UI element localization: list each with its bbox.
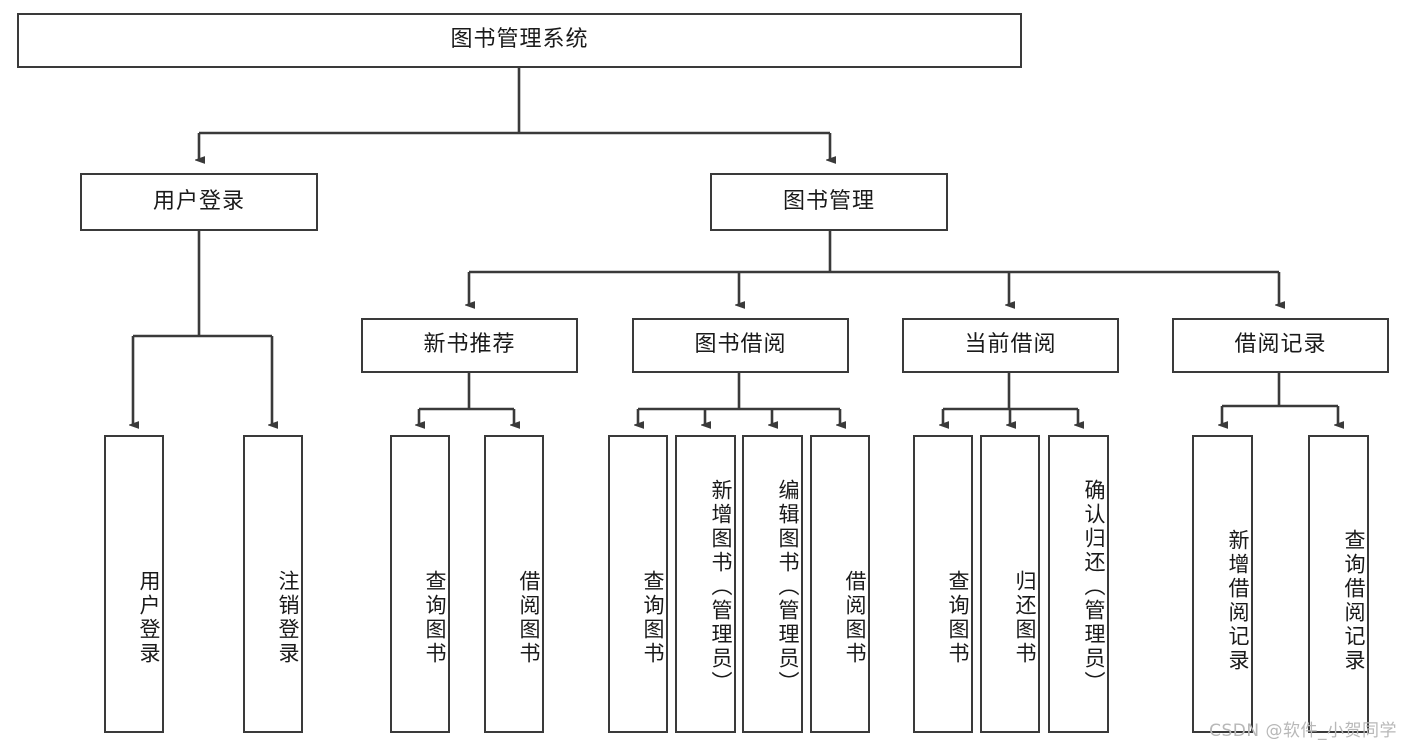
edges-new-book-recommend-to-leaves xyxy=(419,373,514,425)
leaf-query-book-current[interactable]: 查询图书 xyxy=(913,435,973,733)
edges-borrow-record-to-leaves xyxy=(1222,373,1338,425)
node-label: 图书管理 xyxy=(782,188,875,214)
edges-user-login-to-leaves xyxy=(133,231,272,425)
leaf-add-book[interactable]: 新增图书（管理员） xyxy=(675,435,736,733)
node-label: 借阅图书 xyxy=(517,570,541,666)
node-label: 归还图书 xyxy=(1013,570,1037,666)
node-label: 图书借阅 xyxy=(694,332,787,358)
node-label: 注销登录 xyxy=(276,570,300,666)
leaf-return-book[interactable]: 归还图书 xyxy=(980,435,1040,733)
node-new-book-recommend[interactable]: 新书推荐 xyxy=(361,318,578,373)
edges-root-to-level2 xyxy=(199,68,830,160)
node-borrow-record[interactable]: 借阅记录 xyxy=(1172,318,1389,373)
leaf-query-book-borrow[interactable]: 查询图书 xyxy=(608,435,668,733)
node-label: 编辑图书（管理员） xyxy=(776,479,800,695)
node-label: 新增图书（管理员） xyxy=(709,479,733,695)
node-label: 确认归还（管理员） xyxy=(1082,479,1106,695)
leaf-confirm-return[interactable]: 确认归还（管理员） xyxy=(1048,435,1109,733)
node-current-borrow[interactable]: 当前借阅 xyxy=(902,318,1119,373)
node-label: 图书管理系统 xyxy=(450,27,589,53)
leaf-edit-book[interactable]: 编辑图书（管理员） xyxy=(742,435,803,733)
leaf-query-borrow-record[interactable]: 查询借阅记录 xyxy=(1308,435,1369,733)
edges-book-borrow-to-leaves xyxy=(638,373,840,425)
csdn-watermark: CSDN @软件_小贺同学 xyxy=(1209,721,1397,741)
node-root-library-management-system[interactable]: 图书管理系统 xyxy=(17,13,1022,68)
leaf-user-logout[interactable]: 注销登录 xyxy=(243,435,303,733)
node-label: 用户登录 xyxy=(137,570,161,666)
node-user-login[interactable]: 用户登录 xyxy=(80,173,318,231)
leaf-user-login[interactable]: 用户登录 xyxy=(104,435,164,733)
node-label: 查询图书 xyxy=(423,570,447,666)
leaf-add-borrow-record[interactable]: 新增借阅记录 xyxy=(1192,435,1253,733)
node-label: 用户登录 xyxy=(152,188,245,214)
node-label: 查询图书 xyxy=(641,570,665,666)
node-label: 新书推荐 xyxy=(423,332,516,358)
edges-book-management-to-level3 xyxy=(469,231,1279,305)
node-label: 查询借阅记录 xyxy=(1342,529,1366,673)
leaf-borrow-book[interactable]: 借阅图书 xyxy=(810,435,870,733)
node-label: 借阅图书 xyxy=(843,570,867,666)
leaf-query-book-recommend[interactable]: 查询图书 xyxy=(390,435,450,733)
leaf-borrow-book-recommend[interactable]: 借阅图书 xyxy=(484,435,544,733)
node-book-borrow[interactable]: 图书借阅 xyxy=(632,318,849,373)
node-label: 新增借阅记录 xyxy=(1226,529,1250,673)
node-label: 查询图书 xyxy=(946,570,970,666)
node-book-management[interactable]: 图书管理 xyxy=(710,173,948,231)
edges-current-borrow-to-leaves xyxy=(943,373,1078,425)
node-label: 当前借阅 xyxy=(964,332,1057,358)
node-label: 借阅记录 xyxy=(1234,332,1327,358)
